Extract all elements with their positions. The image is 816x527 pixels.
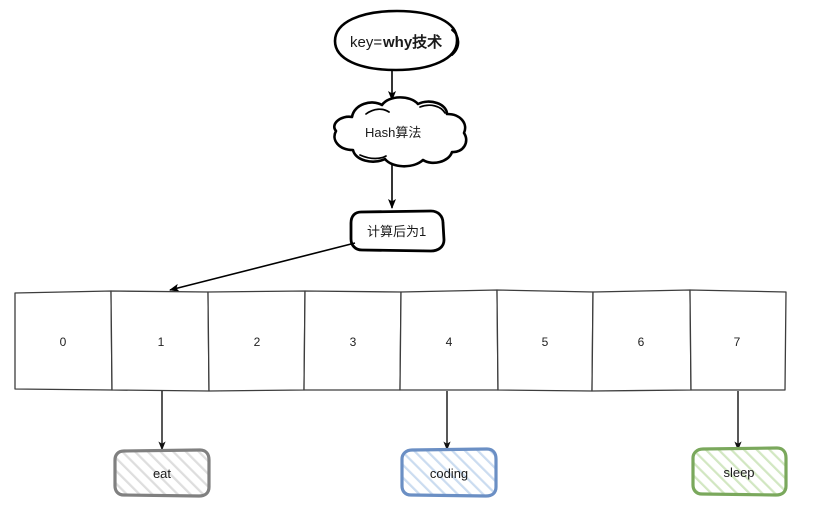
array-cell-4[interactable]: 4 <box>399 289 499 391</box>
leaf-box-sleep-shape <box>691 446 788 497</box>
key-ellipse-sketch-overstroke <box>451 29 460 56</box>
cloud-sketch-stroke-b <box>419 104 446 114</box>
hash-algorithm-label: Hash算法 <box>365 125 421 140</box>
leaf-box-eat-shape <box>113 448 211 498</box>
array-cell-2-index: 2 <box>254 335 261 349</box>
array-cell-3-index: 3 <box>350 335 357 349</box>
array-cell-5[interactable]: 5 <box>496 289 594 392</box>
result-box-shape <box>349 209 446 253</box>
leaf-box-coding[interactable]: coding <box>400 447 498 498</box>
key-ellipse-shape <box>333 9 459 72</box>
array-cell-2[interactable]: 2 <box>207 290 306 392</box>
leaf-box-sleep[interactable]: sleep <box>691 446 788 497</box>
array-cell-7-shape <box>689 289 787 391</box>
leaf-box-eat-label: eat <box>153 466 171 481</box>
hash-cloud-shape <box>333 96 468 168</box>
cloud-sketch-stroke-c <box>359 154 387 160</box>
key-prefix-label: key= <box>350 34 382 51</box>
result-label: 计算后为1 <box>367 224 426 239</box>
array-cell-7-index: 7 <box>734 335 741 349</box>
cloud-sketch-stroke-a <box>365 108 390 115</box>
leaf-box-sleep-label: sleep <box>723 465 754 480</box>
leaf-box-coding-label: coding <box>430 466 468 481</box>
array-cell-1[interactable]: 1 <box>110 290 210 392</box>
arrow-result-to-cell-1 <box>169 242 356 292</box>
hash-cloud-node: Hash算法 <box>333 96 468 168</box>
array-cell-6-index: 6 <box>638 335 645 349</box>
hash-bucket-array: 0 1 2 3 4 <box>14 289 787 392</box>
leaf-box-coding-shape <box>400 447 498 498</box>
array-cell-3[interactable]: 3 <box>303 290 402 391</box>
result-box-node: 计算后为1 <box>349 209 446 253</box>
key-ellipse-node: key= why技术 <box>333 9 460 72</box>
array-cell-0-index: 0 <box>60 335 67 349</box>
array-cell-1-index: 1 <box>158 335 165 349</box>
array-cell-7[interactable]: 7 <box>689 289 787 391</box>
leaf-box-eat[interactable]: eat <box>113 448 211 498</box>
array-cell-6[interactable]: 6 <box>591 289 692 392</box>
key-value-label: why技术 <box>382 33 442 51</box>
array-cell-0[interactable]: 0 <box>14 290 113 391</box>
array-cell-5-index: 5 <box>542 335 549 349</box>
array-cell-4-index: 4 <box>446 335 453 349</box>
